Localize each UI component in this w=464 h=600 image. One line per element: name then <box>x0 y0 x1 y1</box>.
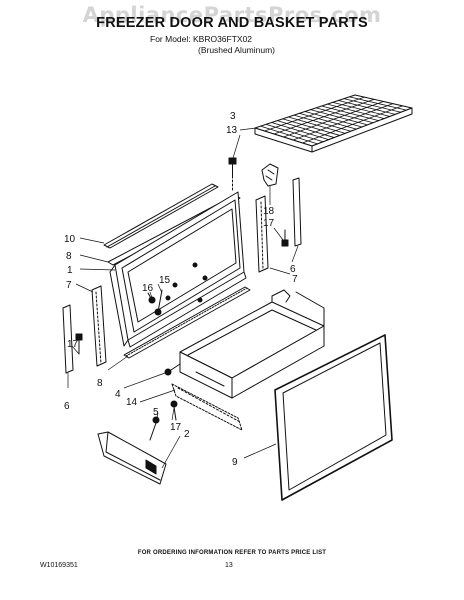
variant-line: (Brushed Aluminum) <box>198 45 276 55</box>
callout-13-top: 13 <box>226 125 238 136</box>
screw-17-lower-part <box>170 400 178 421</box>
callout-16: 16 <box>142 283 154 294</box>
callout-2: 2 <box>184 429 190 440</box>
callout-10: 10 <box>64 234 76 245</box>
callout-15: 15 <box>159 275 171 286</box>
document-number: W10169351 <box>40 562 78 569</box>
basket-divider-part <box>171 383 243 431</box>
callout-17-right: 17 <box>263 218 275 229</box>
callout-5: 5 <box>153 407 159 418</box>
callout-3: 3 <box>230 111 236 122</box>
callout-14: 14 <box>126 397 138 408</box>
callout-17-left: 17 <box>67 339 79 350</box>
hinge-bracket-part <box>261 163 279 187</box>
callout-17-lower: 17 <box>170 422 182 433</box>
screw-17-left-part <box>75 333 83 355</box>
callout-8-top: 8 <box>66 251 72 262</box>
screw-5-part <box>149 416 160 441</box>
wire-shelf-part <box>254 94 413 153</box>
front-panel-part <box>97 431 167 485</box>
callout-6-right: 6 <box>290 264 296 275</box>
watermark: AppliancePartsPros.com <box>82 3 382 27</box>
callout-4: 4 <box>115 389 121 400</box>
screws-15-16-part <box>147 289 163 316</box>
left-vertical-bar-part <box>62 304 74 374</box>
callout-9: 9 <box>232 457 238 468</box>
bottom-trim-bar-part <box>123 286 251 359</box>
freezer-basket-part <box>179 289 325 399</box>
top-trim-bar-part <box>103 183 219 249</box>
right-vertical-bar-part <box>292 177 302 247</box>
screw-4-part <box>164 363 181 376</box>
callout-6-left: 6 <box>64 401 70 412</box>
model-line: For Model: KBRO36FTX02 <box>150 34 253 44</box>
screw-17-right-part <box>281 229 289 247</box>
callout-leaders <box>67 127 299 469</box>
callout-18: 18 <box>263 206 275 217</box>
page-title: FREEZER DOOR AND BASKET PARTS <box>96 15 368 31</box>
page-number: 13 <box>225 562 233 569</box>
ordering-note: FOR ORDERING INFORMATION REFER TO PARTS … <box>137 550 327 556</box>
callout-labels: 3 13 18 17 6 7 10 8 1 15 16 7 17 6 8 4 1… <box>64 111 298 468</box>
callout-8-bottom: 8 <box>97 378 103 389</box>
left-vertical-trim-part <box>91 285 107 367</box>
callout-7-right: 7 <box>292 274 298 285</box>
door-gasket-part <box>274 334 393 501</box>
screw-13-part <box>228 157 237 193</box>
freezer-door-frame-part <box>109 191 247 348</box>
right-vertical-trim-part <box>255 195 269 273</box>
callout-1: 1 <box>67 265 73 276</box>
callout-7-left: 7 <box>66 280 72 291</box>
